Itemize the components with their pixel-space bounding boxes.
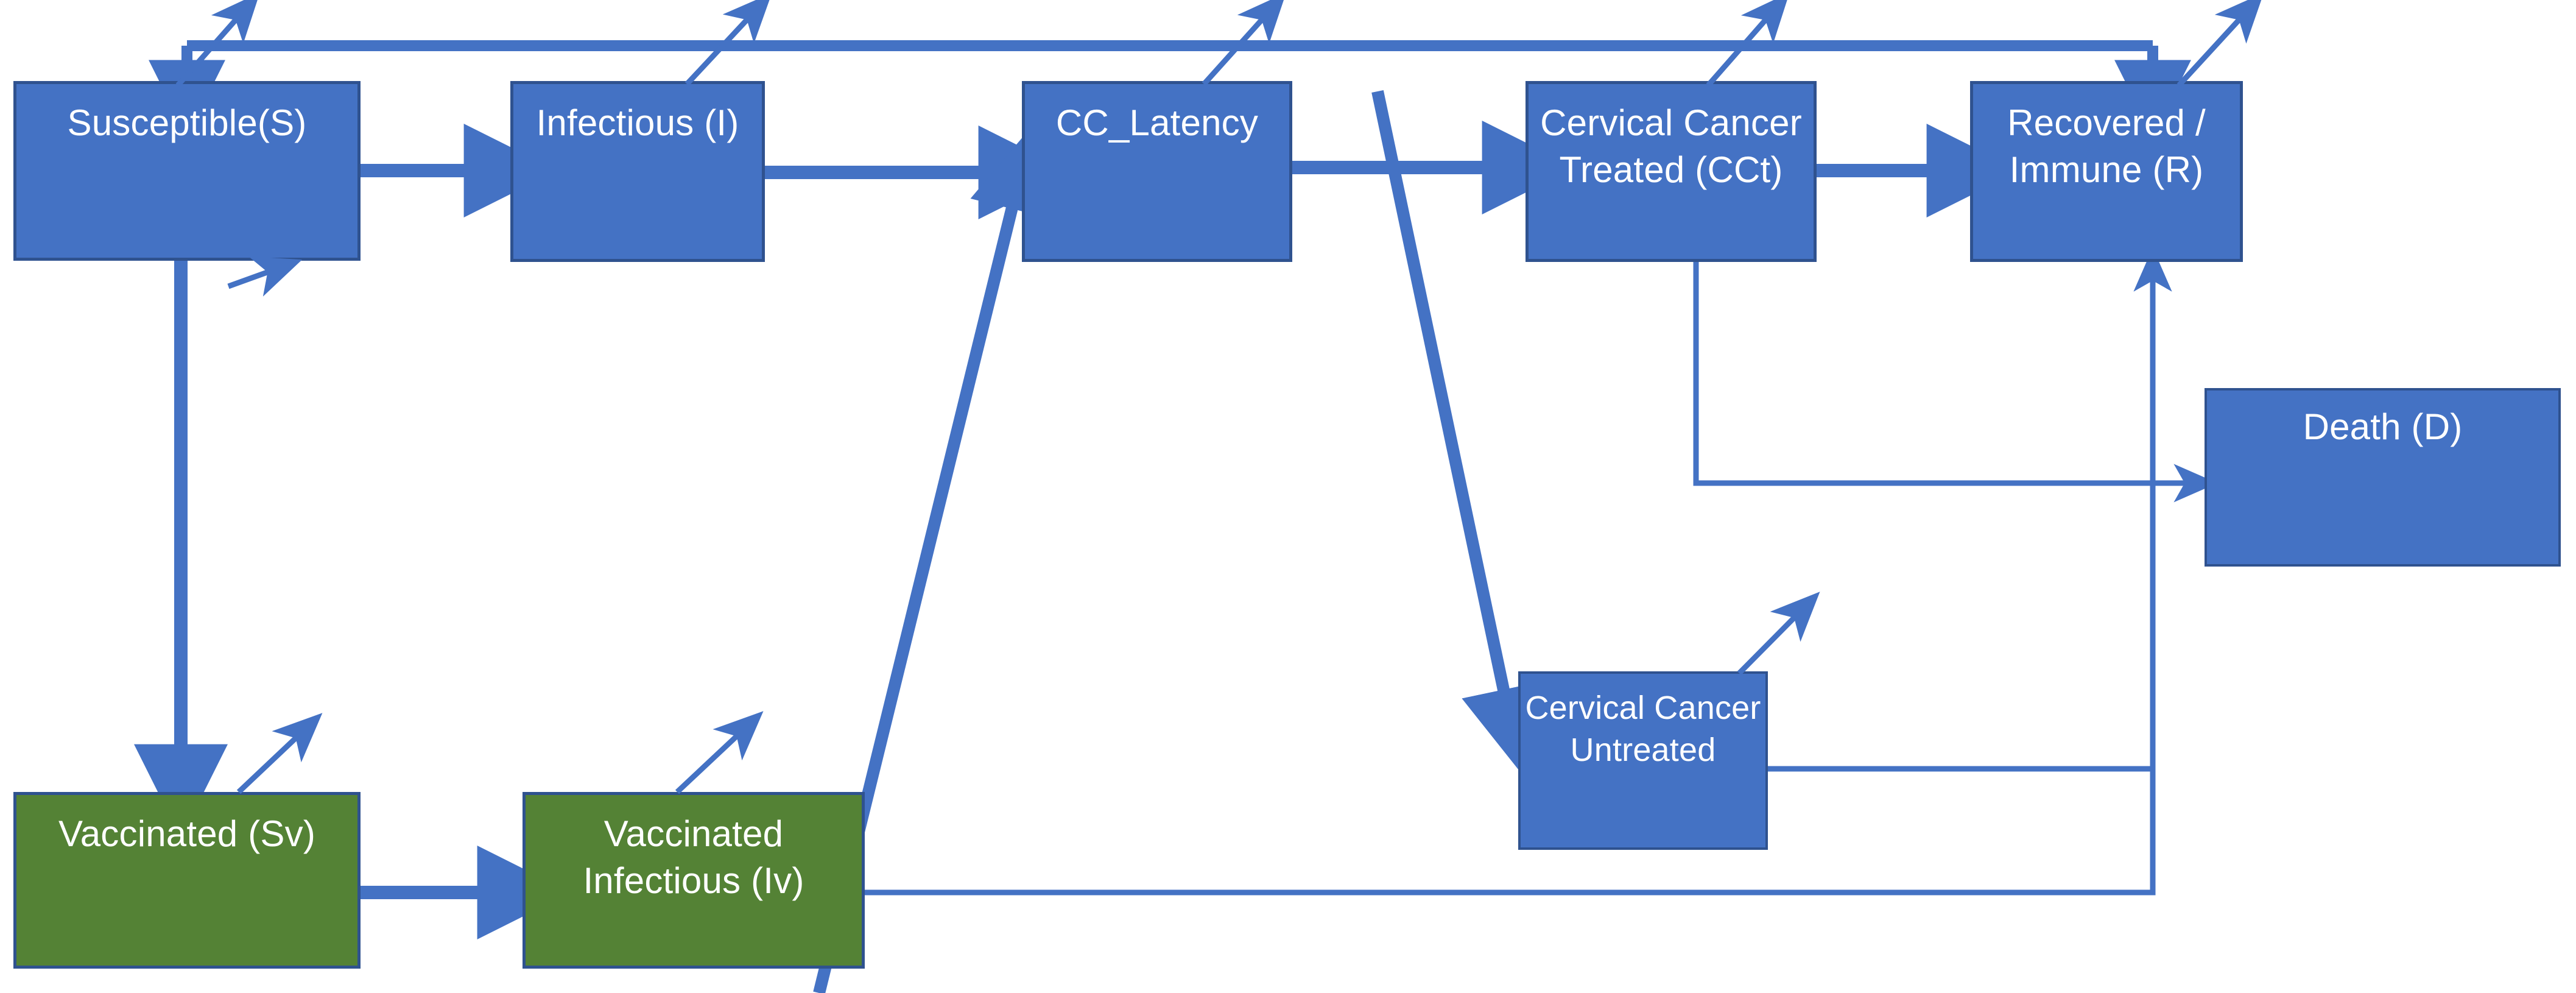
- edge-r-natural-death: [2177, 0, 2264, 88]
- node-death-label: Death (D): [2303, 406, 2463, 447]
- edge-cct-to-death: [1693, 262, 2218, 503]
- node-cc-latency-label: CC_Latency: [1055, 102, 1259, 143]
- edge-s-natural-death: [227, 256, 303, 297]
- node-infectious-label: Infectious (I): [536, 102, 739, 143]
- edge-cclatency-natural-death: [1202, 0, 1287, 87]
- edge-cct-natural-death: [1706, 0, 1790, 87]
- edge-iv-to-r: [865, 247, 2172, 896]
- node-recovered-immune[interactable]: Recovered / Immune (R): [1970, 81, 2243, 262]
- node-vaccinated-infectious-label: Vaccinated Infectious (Iv): [583, 813, 804, 901]
- node-cervical-cancer-untreated[interactable]: Cervical Cancer Untreated: [1518, 671, 1768, 850]
- node-vaccinated-infectious[interactable]: Vaccinated Infectious (Iv): [523, 792, 865, 969]
- edge-cclatency-to-ccu: [1371, 90, 1546, 773]
- node-cervical-cancer-untreated-label: Cervical Cancer Untreated: [1525, 690, 1761, 769]
- edge-iv-natural-death: [675, 711, 764, 794]
- edge-sv-natural-death: [236, 713, 323, 794]
- edge-i-natural-death: [684, 0, 772, 87]
- edge-ccu-natural-death: [1737, 592, 1820, 676]
- node-cervical-cancer-treated-label: Cervical Cancer Treated (CCt): [1540, 102, 1802, 190]
- edge-s-top-natural-death: [175, 0, 260, 87]
